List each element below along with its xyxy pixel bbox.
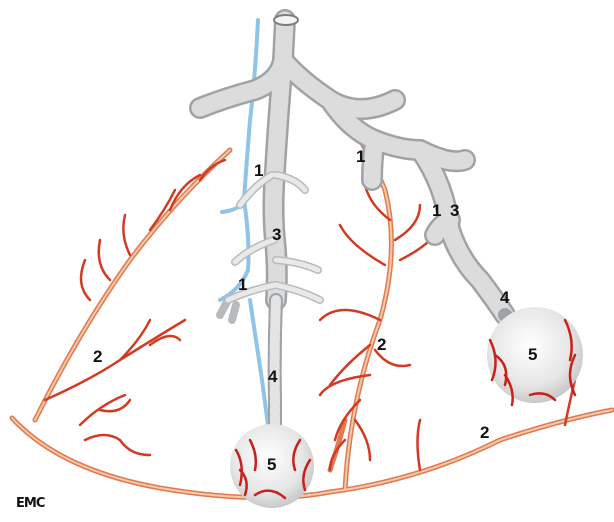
label-3-right: 3 (450, 201, 459, 220)
labels: 1 1 1 1 2 2 2 3 3 4 4 5 5 (93, 147, 537, 474)
label-1-upper: 1 (254, 161, 263, 180)
label-2-middle: 2 (377, 335, 386, 354)
label-1-lower: 1 (238, 275, 247, 294)
label-4-center: 4 (268, 367, 278, 386)
label-4-right: 4 (500, 288, 510, 307)
label-2-right: 2 (480, 423, 489, 442)
label-3-center: 3 (272, 225, 281, 244)
label-5-right: 5 (528, 345, 537, 364)
alveolar-ducts-fill (275, 300, 276, 432)
label-2-left: 2 (93, 347, 102, 366)
label-1-right: 1 (432, 201, 441, 220)
emc-logo: EMC (16, 496, 45, 511)
trachea-opening (274, 15, 298, 25)
label-1-mid: 1 (356, 147, 365, 166)
label-5-bottom: 5 (267, 455, 276, 474)
